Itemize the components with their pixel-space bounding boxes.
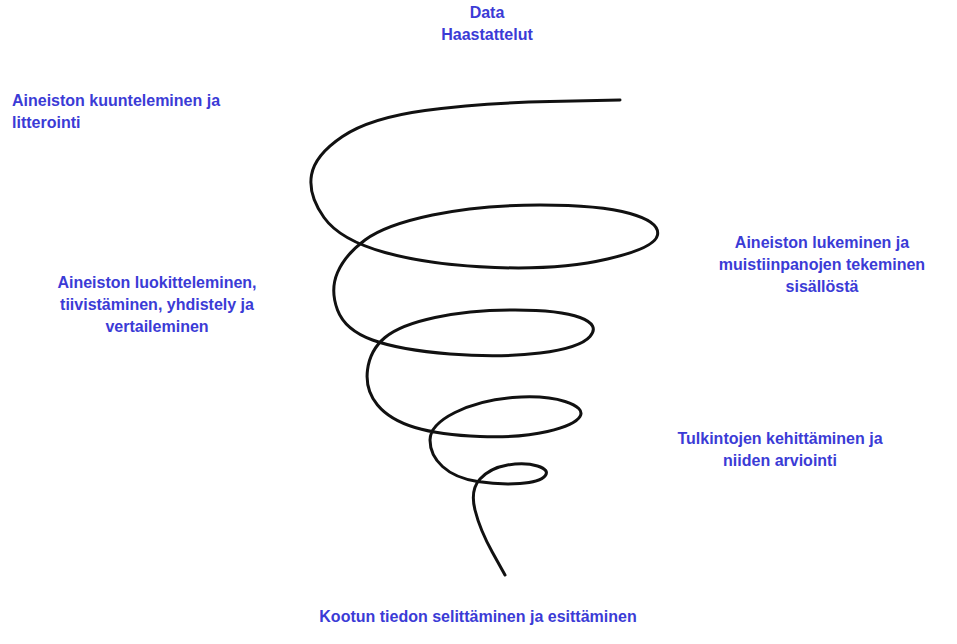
phase-label: Tulkintojen kehittäminen ja niiden arvio… [668, 428, 893, 472]
spiral-line [311, 100, 658, 575]
phase-label: Aineiston luokitteleminen, tiivistäminen… [17, 272, 297, 338]
input-label: Haastattelut [387, 24, 587, 46]
phase-label: Aineiston kuunteleminen ja litterointi [12, 90, 227, 134]
phase-label: Aineiston lukeminen ja muistiinpanojen t… [702, 232, 942, 298]
output-label: Kootun tiedon selittäminen ja esittämine… [168, 606, 788, 628]
input-label: Data [387, 2, 587, 24]
